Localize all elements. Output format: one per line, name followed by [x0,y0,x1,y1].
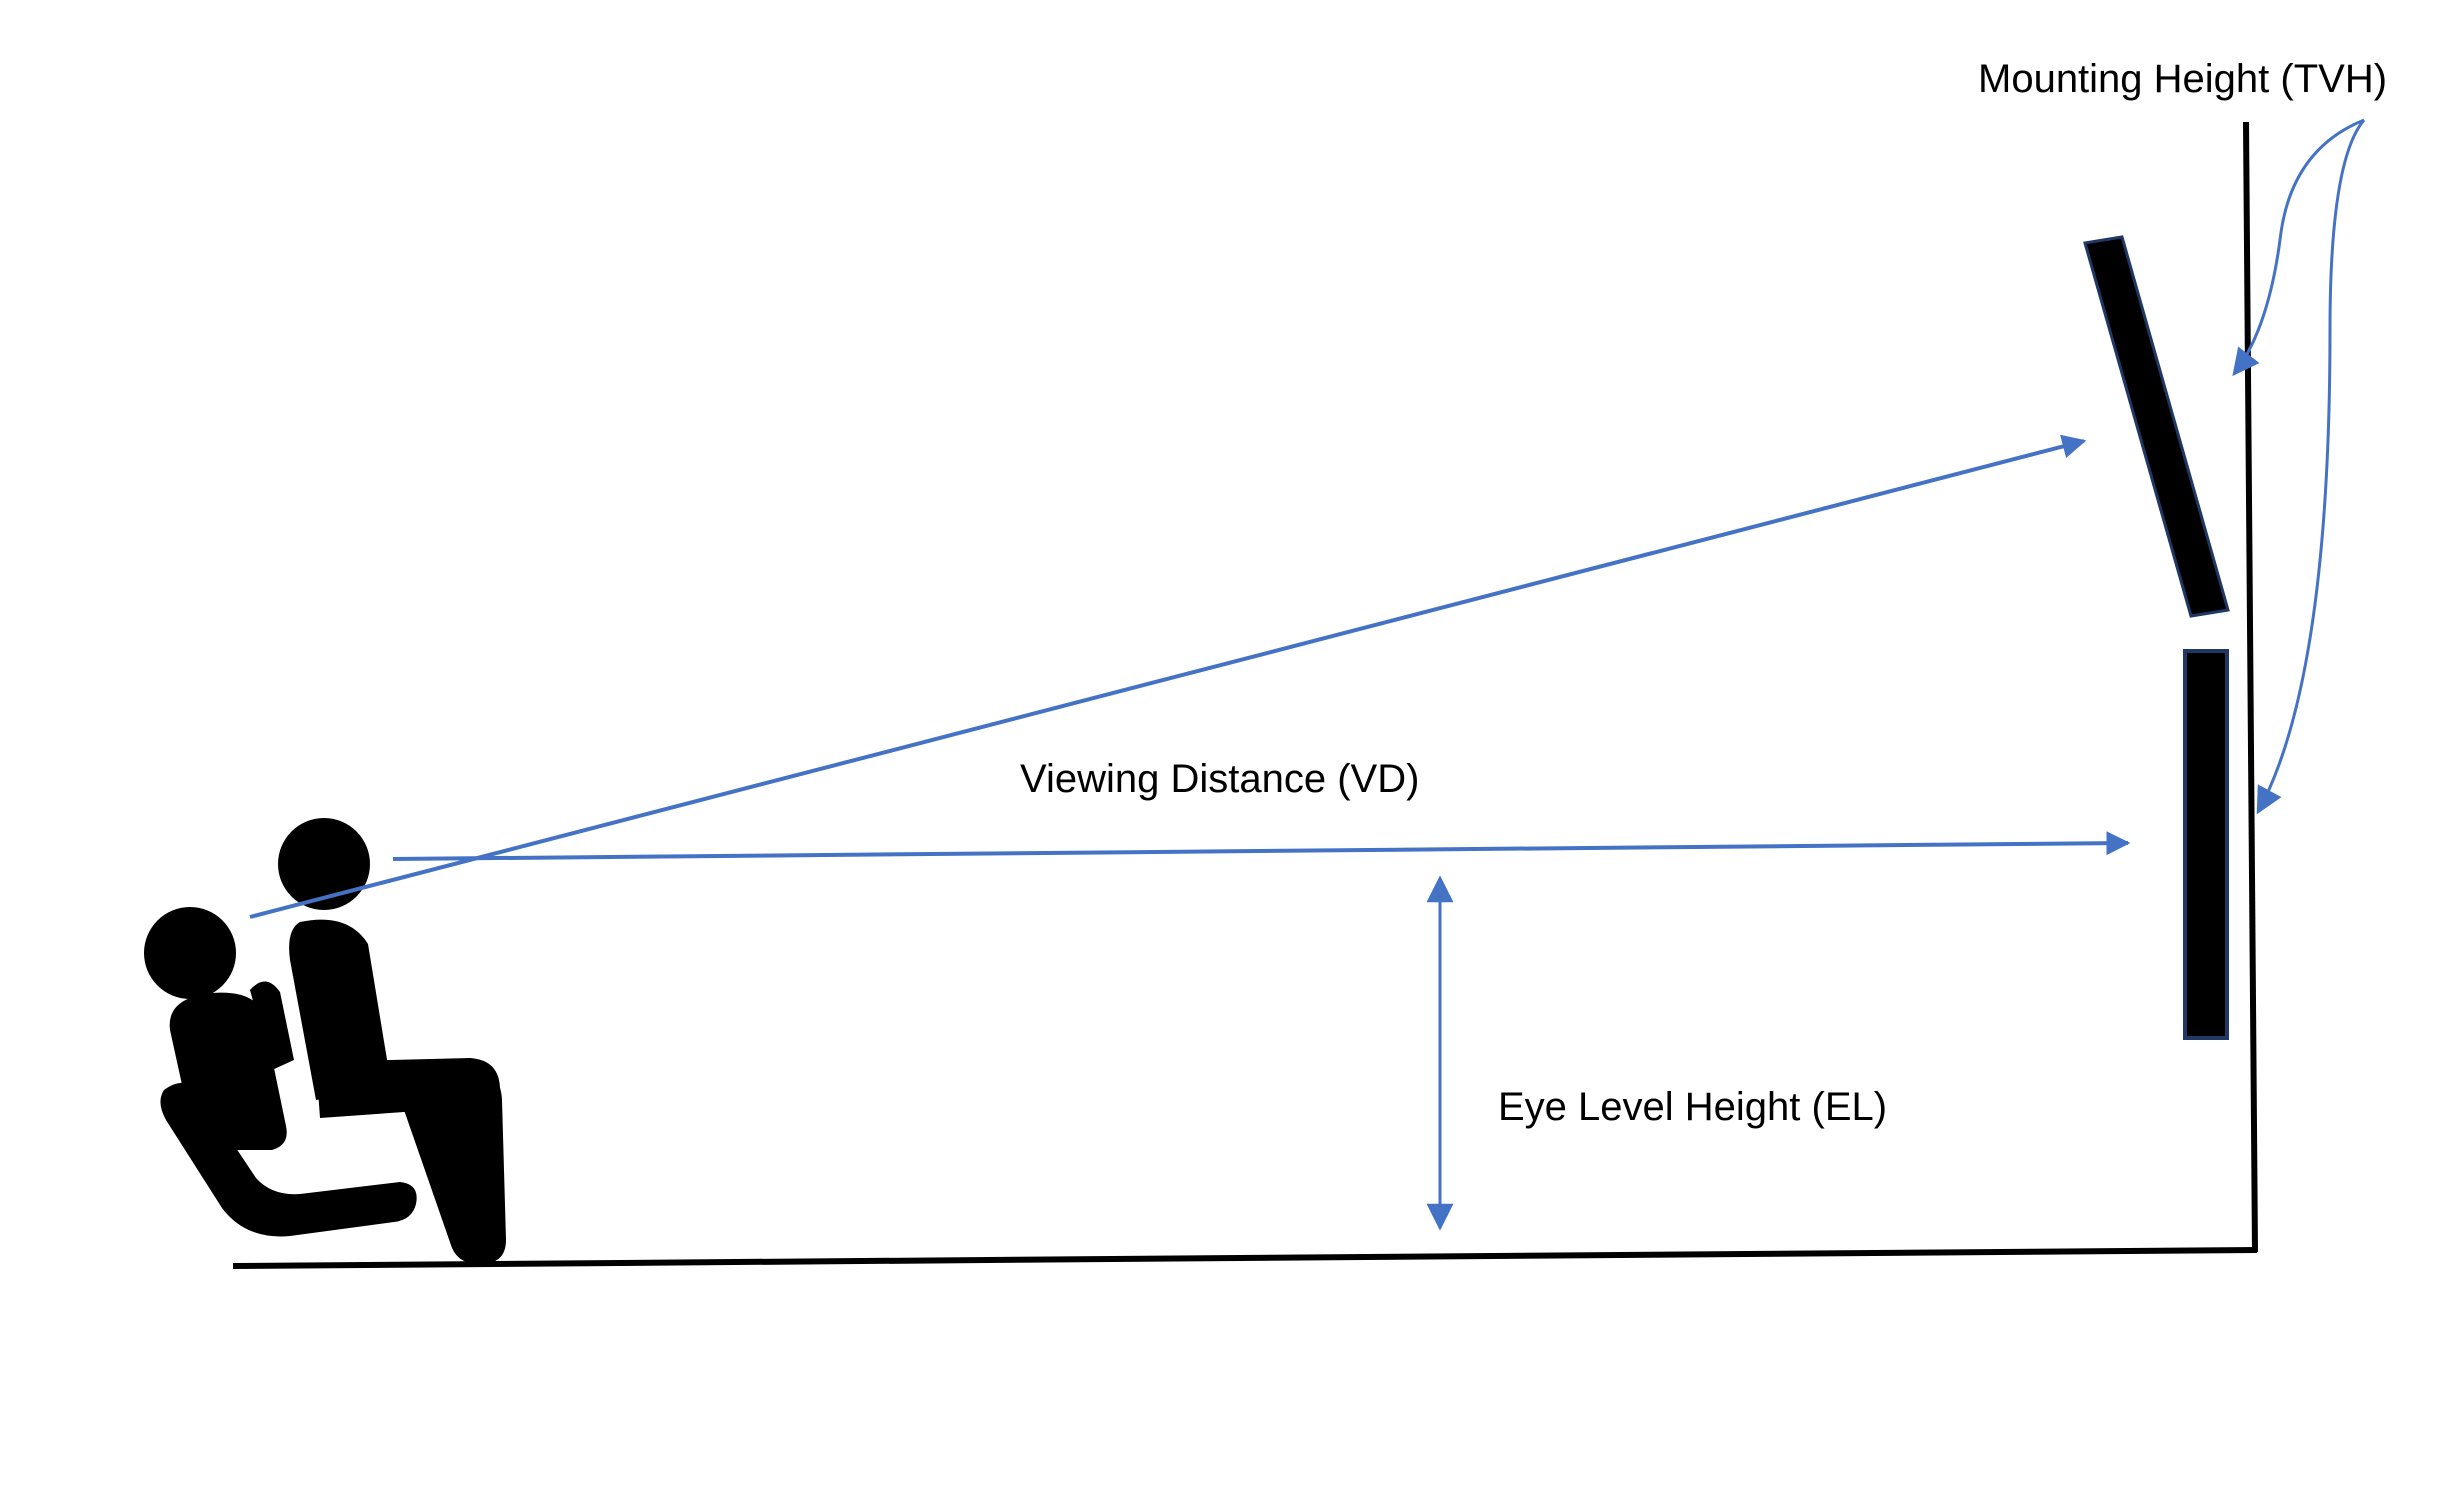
viewing-distance-line [392,831,2131,861]
wall-line [2243,121,2258,1253]
mounting-height-label: Mounting Height (TVH) [1978,57,2387,101]
floor-line [232,1247,2258,1269]
front-viewer-head [278,818,370,910]
tv-eye-level-lower [2183,649,2229,1040]
eye-level-height-label: Eye Level Height (EL) [1498,1085,1887,1129]
rear-viewer-arm [250,981,294,1070]
rear-viewer-head [144,907,236,999]
mounting-height-curve-upper [2232,118,2365,377]
front-viewer-torso [289,919,392,1100]
front-viewer-leg [404,1066,506,1265]
reclining-chair [160,1082,417,1237]
mounting-height-curve-lower [2256,119,2366,815]
seated-viewers-icon [144,818,506,1265]
viewing-distance-label: Viewing Distance (VD) [1020,757,1419,801]
tv-tilted-upper [2083,235,2230,618]
sightline-to-tilted-tv [249,434,2087,919]
